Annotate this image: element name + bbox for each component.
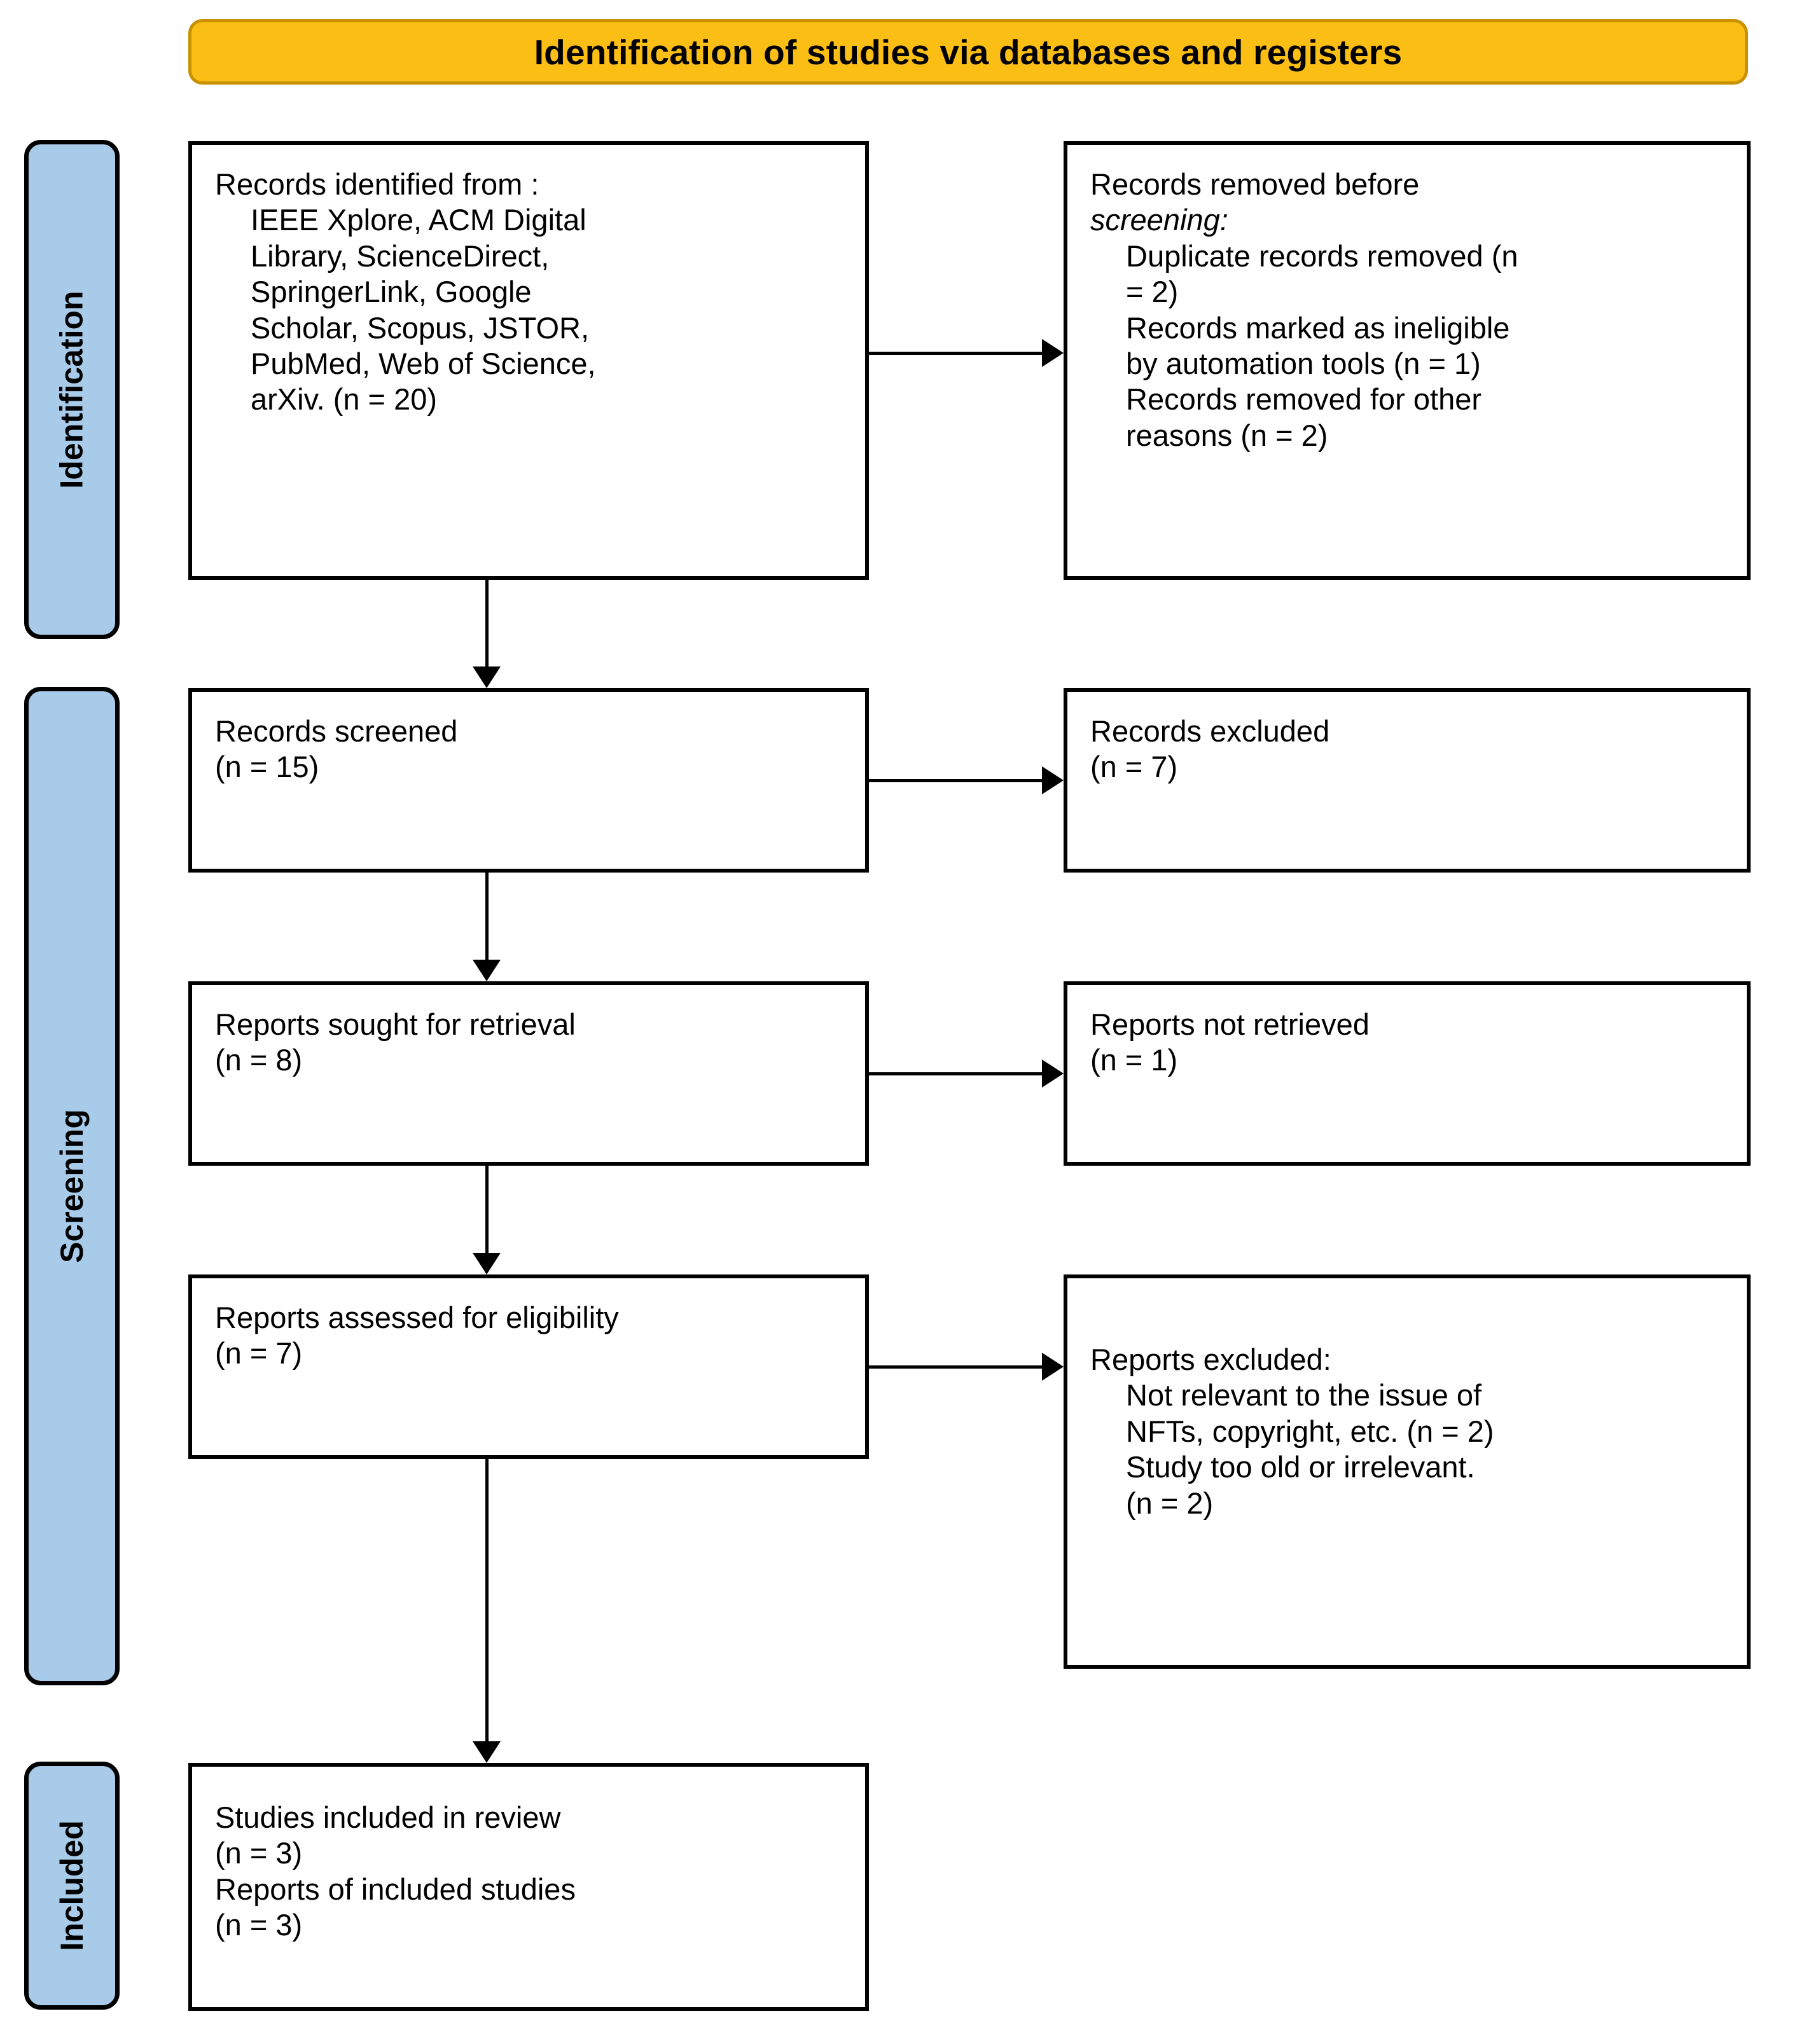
records-identified-line-5: Scholar, Scopus, JSTOR, bbox=[251, 310, 590, 345]
records-screened-line-2: (n = 15) bbox=[215, 750, 319, 784]
page-title: Identification of studies via databases … bbox=[534, 32, 1403, 72]
records-identified-line-3: Library, ScienceDirect, bbox=[251, 238, 550, 273]
studies-included-line-4: (n = 3) bbox=[215, 1908, 303, 1942]
reports-sought-line-2: (n = 8) bbox=[215, 1043, 303, 1077]
records-removed-line-7: Records removed for other bbox=[1126, 382, 1482, 417]
arrow-shaft bbox=[485, 580, 489, 666]
reports-excluded-line-3: NFTs, copyright, etc. (n = 2) bbox=[1126, 1414, 1494, 1448]
arrow-identified-to-removed bbox=[869, 337, 1064, 369]
stage-label-identification-text: Identification bbox=[54, 290, 90, 489]
studies-included-line-2: (n = 3) bbox=[215, 1836, 303, 1870]
records-removed-line-5: Records marked as ineligible bbox=[1126, 310, 1510, 345]
box-reports-sought-for-retrieval: Reports sought for retrieval (n = 8) bbox=[188, 981, 869, 1166]
stage-label-screening-text: Screening bbox=[54, 1109, 90, 1263]
reports-excluded-line-2: Not relevant to the issue of bbox=[1126, 1378, 1482, 1412]
studies-included-line-1: Studies included in review bbox=[215, 1800, 561, 1834]
reports-excluded-line-4: Study too old or irrelevant. bbox=[1126, 1450, 1475, 1484]
arrow-shaft bbox=[485, 873, 489, 960]
records-removed-line-2: screening: bbox=[1090, 203, 1228, 237]
records-removed-line-4: = 2) bbox=[1126, 275, 1179, 309]
arrow-head-down-icon bbox=[473, 1741, 501, 1763]
box-records-excluded: Records excluded (n = 7) bbox=[1064, 688, 1751, 873]
arrow-shaft bbox=[869, 1072, 1047, 1075]
stage-label-identification: Identification bbox=[24, 140, 120, 639]
arrow-head-down-icon bbox=[473, 960, 501, 981]
reports-assessed-line-2: (n = 7) bbox=[215, 1336, 303, 1371]
reports-excluded-line-5: (n = 2) bbox=[1126, 1486, 1214, 1520]
box-records-removed-before-screening: Records removed before screening: Duplic… bbox=[1064, 141, 1751, 580]
records-removed-line-8: reasons (n = 2) bbox=[1126, 418, 1328, 452]
arrow-identified-to-screened bbox=[468, 580, 506, 688]
header-banner: Identification of studies via databases … bbox=[188, 19, 1748, 85]
arrow-shaft bbox=[485, 1166, 489, 1253]
arrow-assessed-to-reports-excluded bbox=[869, 1351, 1064, 1383]
arrow-shaft bbox=[485, 1459, 489, 1741]
arrow-sought-to-not-retrieved bbox=[869, 1058, 1064, 1089]
records-identified-line-1: Records identified from : bbox=[215, 167, 539, 201]
arrow-screened-to-excluded bbox=[869, 764, 1064, 796]
reports-not-retrieved-line-1: Reports not retrieved bbox=[1090, 1007, 1370, 1041]
records-removed-line-1-emphasis: before bbox=[1335, 167, 1420, 201]
box-reports-assessed-for-eligibility: Reports assessed for eligibility (n = 7) bbox=[188, 1274, 869, 1459]
box-reports-not-retrieved: Reports not retrieved (n = 1) bbox=[1064, 981, 1751, 1166]
box-records-screened: Records screened (n = 15) bbox=[188, 688, 869, 873]
records-removed-line-6: by automation tools (n = 1) bbox=[1126, 346, 1481, 380]
stage-label-included: Included bbox=[24, 1762, 120, 2010]
arrow-head-right-icon bbox=[1042, 1353, 1064, 1381]
records-identified-line-6: PubMed, Web of Science, bbox=[251, 346, 596, 380]
box-studies-included-in-review: Studies included in review (n = 3) Repor… bbox=[188, 1763, 869, 2011]
studies-included-line-3: Reports of included studies bbox=[215, 1872, 576, 1906]
arrow-screened-to-sought bbox=[468, 873, 506, 981]
reports-not-retrieved-line-2: (n = 1) bbox=[1090, 1043, 1178, 1077]
arrow-sought-to-assessed bbox=[468, 1166, 506, 1274]
reports-sought-line-1: Reports sought for retrieval bbox=[215, 1007, 576, 1041]
arrow-shaft bbox=[869, 352, 1047, 355]
box-records-identified: Records identified from : IEEE Xplore, A… bbox=[188, 141, 869, 580]
arrow-head-right-icon bbox=[1042, 1060, 1064, 1088]
records-removed-line-1-prefix: Records removed bbox=[1090, 167, 1335, 201]
records-screened-line-1: Records screened bbox=[215, 714, 458, 748]
reports-assessed-line-1: Reports assessed for eligibility bbox=[215, 1301, 619, 1334]
records-removed-line-1: Records removed before bbox=[1090, 167, 1728, 202]
records-excluded-line-1: Records excluded bbox=[1090, 714, 1330, 748]
reports-excluded-line-1: Reports excluded: bbox=[1090, 1343, 1331, 1376]
arrow-shaft bbox=[869, 779, 1047, 782]
arrow-head-down-icon bbox=[473, 666, 501, 688]
arrow-head-right-icon bbox=[1042, 766, 1064, 794]
box-reports-excluded: Reports excluded: Not relevant to the is… bbox=[1064, 1274, 1751, 1669]
records-excluded-line-2: (n = 7) bbox=[1090, 750, 1178, 784]
records-identified-line-7: arXiv. (n = 20) bbox=[251, 382, 437, 417]
stage-label-included-text: Included bbox=[54, 1820, 90, 1951]
arrow-head-down-icon bbox=[473, 1253, 501, 1274]
arrow-shaft bbox=[869, 1365, 1047, 1369]
records-identified-line-2: IEEE Xplore, ACM Digital bbox=[251, 203, 586, 237]
arrow-assessed-to-included bbox=[468, 1459, 506, 1763]
arrow-head-right-icon bbox=[1042, 339, 1064, 367]
stage-label-screening: Screening bbox=[24, 687, 120, 1685]
records-identified-line-4: SpringerLink, Google bbox=[251, 275, 532, 309]
records-removed-line-3: Duplicate records removed (n bbox=[1126, 238, 1518, 273]
